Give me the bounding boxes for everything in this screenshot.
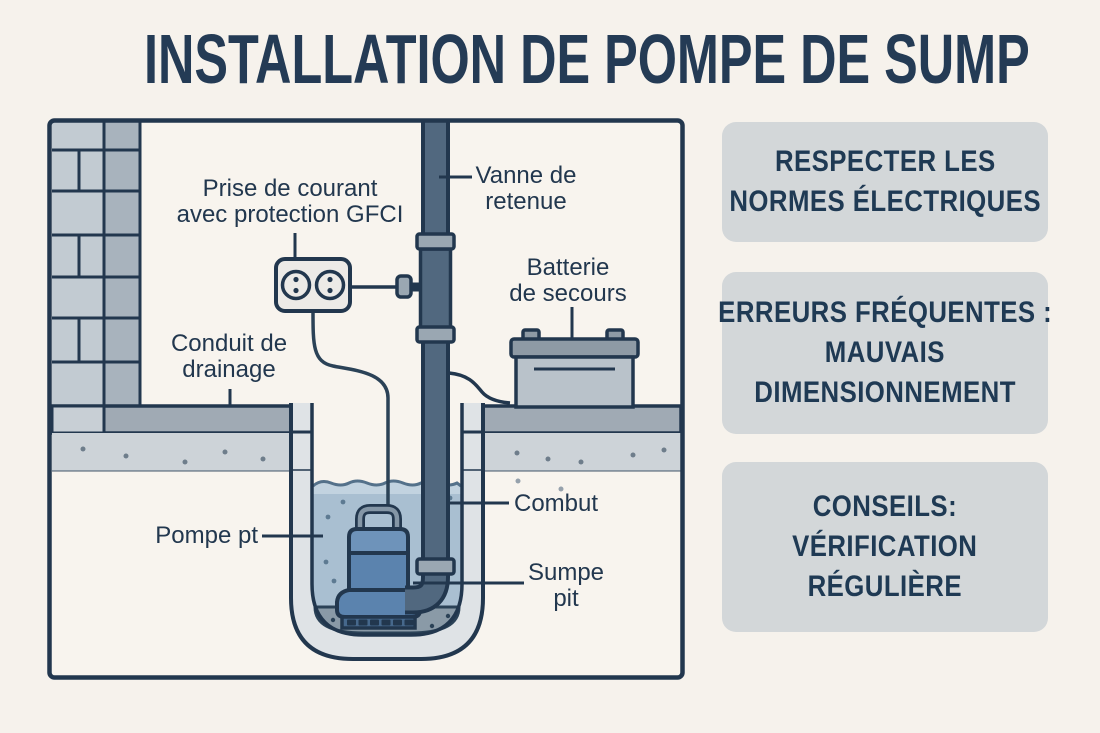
discharge-pipe: [350, 119, 511, 615]
pipe-plug-connector: [395, 274, 413, 299]
backup-battery: [509, 328, 640, 409]
label-check-valve: Vanne de retenue: [475, 162, 577, 215]
label-water: Combut: [514, 490, 599, 517]
leader-lines: [228, 175, 574, 585]
basement-wall: [52, 122, 142, 406]
note-common-errors: ERREURS FRÉQUENTES : MAUVAIS DIMENSIONNE…: [718, 272, 1052, 434]
label-drainage-conduit: Conduit de drainage: [170, 330, 288, 383]
sump-pump: [335, 504, 422, 630]
gfci-outlet: [274, 257, 352, 313]
pipe-couplings: [415, 232, 456, 576]
check-valve-body: [418, 247, 453, 331]
battery-wire: [448, 371, 511, 405]
page-title: INSTALLATION DE POMPE DE SUMP: [143, 20, 1030, 98]
aggregate-dots: [80, 446, 667, 465]
note-electrical-standards: RESPECTER LES NORMES ÉLECTRIQUES: [722, 122, 1048, 242]
label-backup-battery: Batterie de secours: [509, 254, 627, 307]
pump-intake-slots: [347, 619, 414, 626]
diagram-frame: [47, 118, 685, 680]
pump-power-cord: [311, 310, 390, 510]
label-pump: Pompe pt: [155, 522, 258, 549]
note-advice: CONSEILS: VÉRIFICATION RÉGULIÈRE: [722, 462, 1048, 632]
label-gfci-outlet: Prise de courant avec protection GFCI: [176, 175, 404, 228]
label-sump-pit: Sumpe pit: [527, 559, 605, 612]
